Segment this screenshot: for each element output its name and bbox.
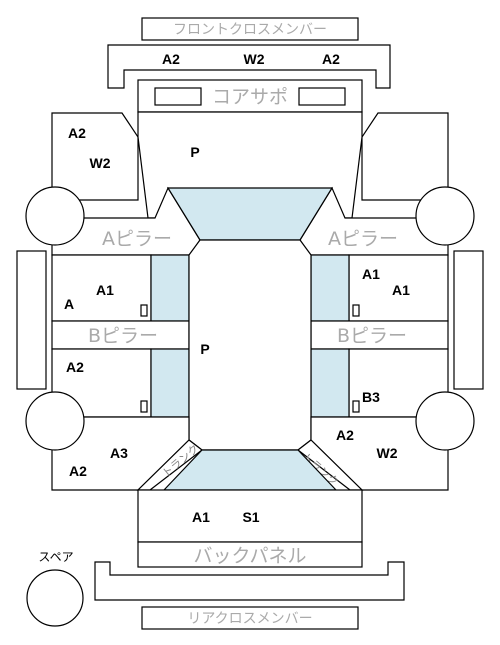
trunk-lid-code-b: S1 (242, 509, 259, 525)
back-panel-label: バックパネル (193, 545, 306, 567)
b-pillar-right-label: Bピラー (337, 325, 407, 347)
rear-right-door-code: B3 (362, 389, 380, 405)
front-right-wheel[interactable] (415, 186, 475, 246)
rear-left-door-code: A2 (66, 359, 84, 375)
rear-left-window[interactable] (150, 348, 190, 418)
front-left-fender[interactable] (51, 112, 139, 201)
rear-bumper-panel[interactable] (94, 561, 405, 601)
front-right-door-code-b: A1 (392, 282, 410, 298)
headlight-right[interactable] (298, 87, 346, 106)
roof-code: P (200, 341, 209, 357)
hood-code: P (190, 144, 199, 160)
core-support-label: コアサポ (212, 86, 288, 108)
left-side-sill[interactable] (16, 250, 47, 390)
back-panel[interactable] (137, 541, 363, 568)
front-right-window[interactable] (310, 254, 350, 322)
front-cross-member-box[interactable] (141, 17, 359, 41)
b-pillar-right[interactable] (310, 320, 449, 350)
front-member-right-code: A2 (322, 51, 340, 67)
front-member-left-code: A2 (162, 51, 180, 67)
front-right-fender[interactable] (361, 112, 449, 201)
trunk-lid[interactable] (137, 489, 363, 543)
a-pillar-right-label: Aピラー (328, 228, 398, 250)
rear-cross-member-box[interactable] (141, 606, 359, 630)
front-right-door-handle[interactable] (352, 304, 360, 317)
rear-left-quarter-code-b: A2 (69, 463, 87, 479)
front-left-wheel[interactable] (25, 186, 85, 246)
rear-right-quarter-code-b: W2 (377, 445, 398, 461)
front-member-center-code: W2 (244, 51, 265, 67)
front-right-door-code-a: A1 (362, 266, 380, 282)
rear-right-window[interactable] (310, 348, 350, 418)
front-left-window[interactable] (150, 254, 190, 322)
spare-label: スペア (38, 550, 73, 564)
rear-right-wheel[interactable] (415, 391, 475, 451)
rear-right-quarter-code-a: A2 (336, 427, 354, 443)
a-pillar-left-label: Aピラー (102, 228, 172, 250)
rear-left-door-handle[interactable] (140, 400, 148, 413)
front-cross-member-label: フロントクロスメンバー (173, 22, 327, 38)
rear-left-quarter-code-a: A3 (110, 445, 128, 461)
front-left-fender-code-bottom: W2 (90, 155, 111, 171)
front-left-door-handle[interactable] (140, 304, 148, 317)
front-left-door-code-b: A (64, 296, 74, 312)
front-left-fender-code-top: A2 (68, 125, 86, 141)
rear-left-wheel[interactable] (25, 391, 85, 451)
front-left-door-code-a: A1 (96, 282, 114, 298)
front-member-panel[interactable] (107, 44, 391, 89)
trunk-lid-code-a: A1 (192, 509, 210, 525)
rear-right-door-handle[interactable] (352, 400, 360, 413)
rear-cross-member-label: リアクロスメンバー (187, 611, 312, 627)
headlight-left[interactable] (154, 87, 202, 106)
b-pillar-left-label: Bピラー (88, 325, 158, 347)
spare-tire[interactable] (26, 569, 84, 627)
right-side-sill[interactable] (453, 250, 484, 390)
